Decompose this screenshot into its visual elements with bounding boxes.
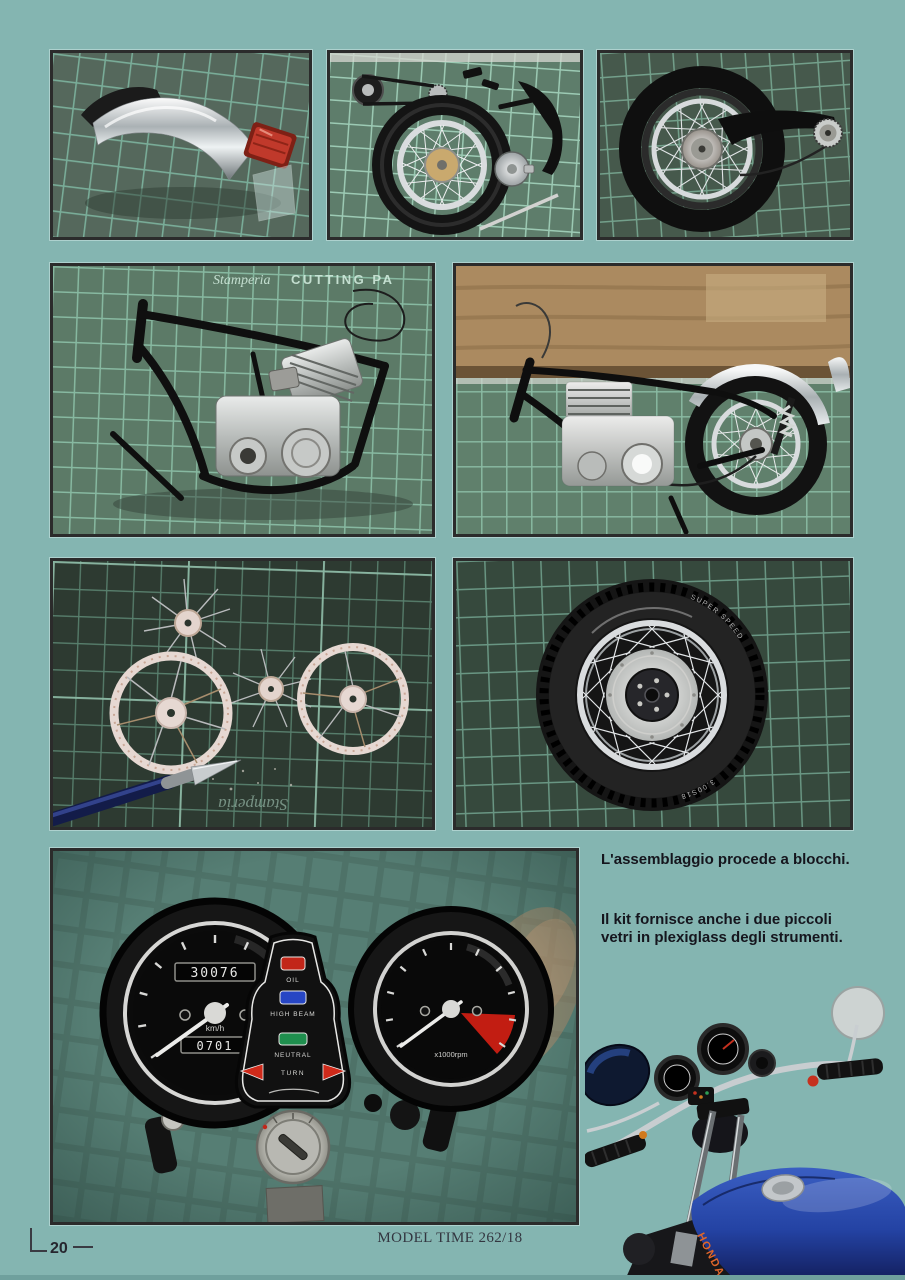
swingarm xyxy=(718,110,838,145)
photo-rear-fender xyxy=(50,50,312,240)
throttle-cable xyxy=(344,288,406,342)
hub-with-spokes-2 xyxy=(230,648,312,728)
mounting-tab xyxy=(265,1185,325,1222)
trip-meter: 0701 xyxy=(197,1039,234,1053)
magazine-issue: MODEL TIME 262/18 xyxy=(377,1230,523,1246)
instruments-illustration: 30076 km/h 0701 x1000rpm OIL HIGH BEAM N… xyxy=(53,851,576,1222)
wheel-parts-illustration xyxy=(330,53,580,237)
photo-rolling-chassis xyxy=(453,263,853,537)
clear-stand xyxy=(252,164,296,222)
spoked-wheel xyxy=(372,95,512,235)
photo-finished-wheel: SUPER SPEED 3.00S18 xyxy=(453,558,853,830)
left-mirror xyxy=(585,1043,651,1107)
gas-cap xyxy=(761,1174,805,1202)
frame xyxy=(110,299,389,501)
chrome-fender xyxy=(688,364,830,426)
engine-cover xyxy=(670,1231,698,1267)
left-mirror-stem xyxy=(586,1101,660,1133)
corner-mark xyxy=(30,1228,47,1252)
oil-lamp xyxy=(280,956,306,971)
caption-kit-glass: Il kit fornisce anche i due piccoli vetr… xyxy=(601,911,843,946)
engine xyxy=(215,338,363,478)
complete-wheel xyxy=(536,579,768,811)
photo-instruments: 30076 km/h 0701 x1000rpm OIL HIGH BEAM N… xyxy=(50,848,579,1225)
wheel-building-illustration: Stamperia xyxy=(53,561,432,827)
rear-shock xyxy=(770,396,796,456)
engine xyxy=(561,381,675,487)
high-beam-lamp xyxy=(279,990,307,1005)
warning-console: OIL HIGH BEAM NEUTRAL TURN xyxy=(234,931,352,1109)
spoked-rim-1 xyxy=(109,651,233,775)
turn-arrow-right xyxy=(322,1063,347,1081)
photo-finished-bike: HONDA xyxy=(585,983,905,1280)
footer-page-number: 20 xyxy=(30,1228,93,1257)
rolling-chassis-illustration xyxy=(456,266,850,534)
hobby-knife xyxy=(53,759,242,827)
footer-dash xyxy=(72,1246,93,1248)
right-mirror xyxy=(831,986,885,1040)
photo-wheel-parts xyxy=(327,50,583,240)
speed-unit: km/h xyxy=(206,1023,225,1033)
black-knob xyxy=(390,1100,420,1130)
odometer: 30076 xyxy=(190,966,239,981)
neutral-label: NEUTRAL xyxy=(274,1052,311,1059)
cables xyxy=(515,302,552,359)
frame-engine-illustration: Stamperia CUTTING PA xyxy=(53,266,432,534)
fuel-tank xyxy=(691,1167,905,1280)
neutral-lamp xyxy=(278,1032,308,1046)
console-script xyxy=(268,1088,320,1094)
tail-light xyxy=(243,122,297,169)
spare-fender-edge xyxy=(828,357,850,392)
mat-brand-text: Stamperia xyxy=(213,273,271,288)
rear-wheel xyxy=(619,66,785,232)
mat-caps-text: CUTTING PA xyxy=(291,272,394,287)
turn-arrow-left xyxy=(239,1063,264,1081)
page-bottom-strip xyxy=(0,1275,905,1280)
gauge-stem-left xyxy=(144,1116,178,1174)
gauge-cluster xyxy=(654,1023,776,1105)
swingarm xyxy=(518,81,563,175)
turn-signal-switch xyxy=(639,1131,647,1139)
high-beam-label: HIGH BEAM xyxy=(270,1011,315,1018)
tachometer: x1000rpm xyxy=(348,906,554,1112)
chain xyxy=(739,143,829,177)
sprocket xyxy=(813,118,843,148)
ignition-switch xyxy=(255,1109,331,1185)
rear-wheel xyxy=(685,373,827,515)
finished-wheel-illustration: SUPER SPEED 3.00S18 xyxy=(456,561,850,827)
brake-plate xyxy=(494,151,535,187)
oil-label: OIL xyxy=(286,977,299,984)
spoked-rim-2 xyxy=(297,643,409,755)
tach-unit: x1000rpm xyxy=(434,1050,467,1059)
caption-assembly: L'assemblaggio procede a blocchi. xyxy=(601,851,850,868)
debris xyxy=(212,768,293,791)
turn-label: TURN xyxy=(281,1070,305,1077)
photo-frame-engine: Stamperia CUTTING PA xyxy=(50,263,435,537)
hub-with-spokes-1 xyxy=(143,578,231,666)
silver-rod xyxy=(479,193,559,231)
left-grip xyxy=(585,1134,646,1168)
mat-text-mirrored: Stamperia xyxy=(218,795,288,814)
wheel-swingarm-illustration xyxy=(600,53,850,237)
kill-switch xyxy=(807,1075,819,1087)
photo-wheel-swingarm xyxy=(597,50,853,240)
page-number: 20 xyxy=(50,1240,68,1257)
rear-fender-illustration xyxy=(53,53,309,237)
small-black-parts xyxy=(462,67,534,110)
right-grip xyxy=(817,1058,883,1080)
finished-bike-illustration: HONDA xyxy=(585,986,905,1280)
photo-wheel-building: Stamperia xyxy=(50,558,435,830)
